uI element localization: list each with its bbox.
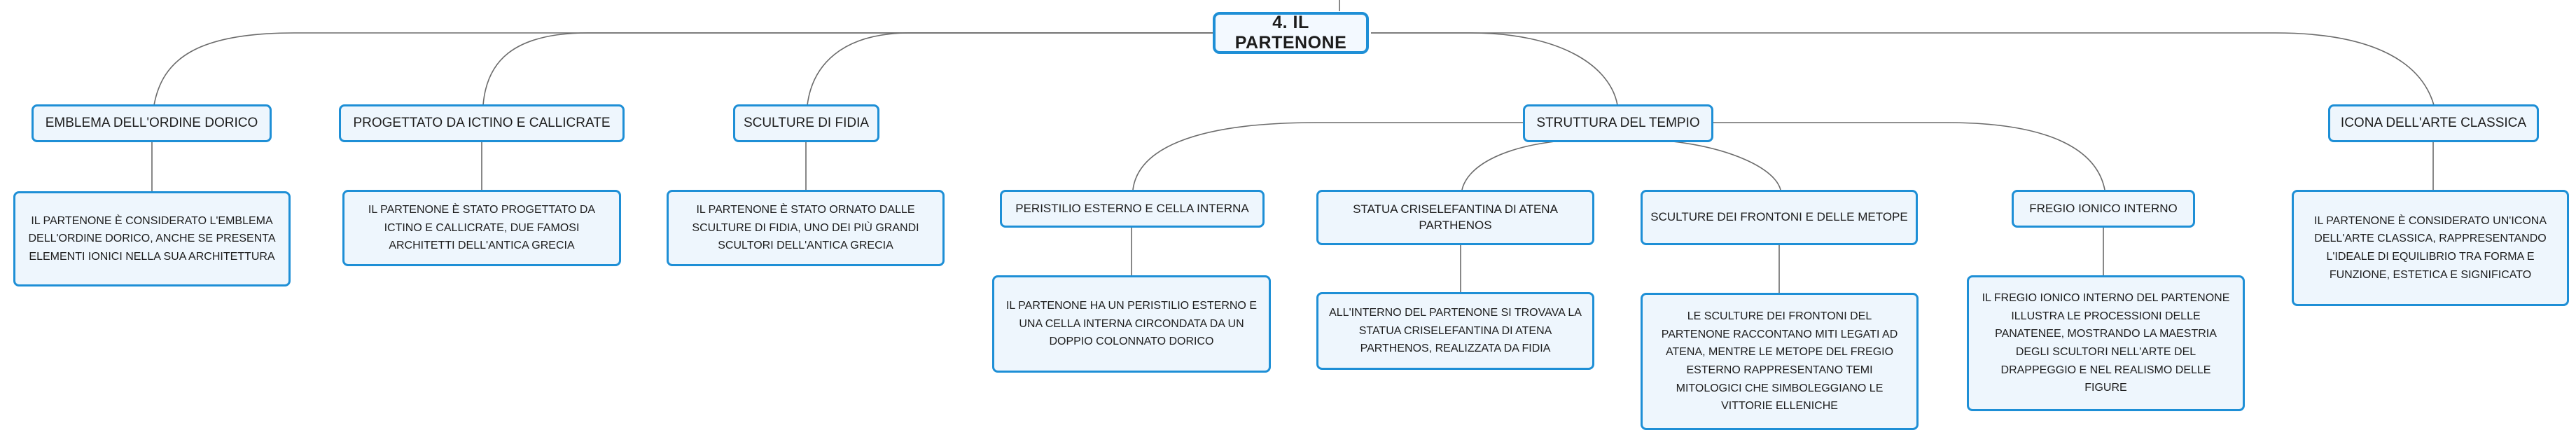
node-label: ICONA DELL'ARTE CLASSICA	[2340, 116, 2527, 130]
node-progettato-description[interactable]: IL PARTENONE È STATO PROGETTATO DA ICTIN…	[342, 190, 621, 266]
node-label: IL FREGIO IONICO INTERNO DEL PARTENONE I…	[1982, 292, 2230, 394]
node-label: IL PARTENONE È CONSIDERATO L'EMBLEMA DEL…	[28, 214, 276, 263]
node-label: SCULTURE DI FIDIA	[743, 116, 870, 130]
connector-root-progettato	[482, 32, 1215, 106]
connector-root-sculture	[807, 32, 1215, 106]
connector-root-emblema	[153, 32, 1215, 106]
node-label: LE SCULTURE DEI FRONTONI DEL PARTENONE R…	[1661, 310, 1898, 413]
node-sculture-frontoni-metope[interactable]: SCULTURE DEI FRONTONI E DELLE METOPE	[1641, 190, 1918, 245]
node-sculture-fidia[interactable]: SCULTURE DI FIDIA	[733, 104, 879, 142]
node-statua-criselefantina[interactable]: STATUA CRISELEFANTINA DI ATENA PARTHENOS	[1316, 190, 1594, 245]
node-label: PERISTILIO ESTERNO E CELLA INTERNA	[1015, 201, 1249, 215]
node-frontoni-description[interactable]: LE SCULTURE DEI FRONTONI DEL PARTENONE R…	[1641, 293, 1919, 430]
node-sculture-description[interactable]: IL PARTENONE È STATO ORNATO DALLE SCULTU…	[667, 190, 945, 266]
node-struttura-tempio[interactable]: STRUTTURA DEL TEMPIO	[1523, 104, 1713, 142]
node-icona-arte-classica[interactable]: ICONA DELL'ARTE CLASSICA	[2328, 104, 2539, 142]
node-label: EMBLEMA DELL'ORDINE DORICO	[45, 116, 258, 130]
node-fregio-description[interactable]: IL FREGIO IONICO INTERNO DEL PARTENONE I…	[1967, 275, 2245, 411]
node-label: IL PARTENONE È STATO PROGETTATO DA ICTIN…	[368, 204, 596, 252]
node-label: PROGETTATO DA ICTINO E CALLICRATE	[353, 116, 611, 130]
root-node-label: 4. IL PARTENONE	[1234, 13, 1347, 53]
node-progettato-ictino-callicrate[interactable]: PROGETTATO DA ICTINO E CALLICRATE	[339, 104, 625, 142]
connector-root-struttura	[1371, 32, 1618, 106]
root-node[interactable]: 4. IL PARTENONE	[1213, 12, 1369, 54]
node-label: IL PARTENONE È CONSIDERATO UN'ICONA DELL…	[2314, 214, 2547, 281]
node-label: IL PARTENONE HA UN PERISTILIO ESTERNO E …	[1005, 300, 1257, 348]
node-label: STATUA CRISELEFANTINA DI ATENA PARTHENOS	[1353, 202, 1558, 232]
node-label: ALL'INTERNO DEL PARTENONE SI TROVAVA LA …	[1329, 307, 1582, 355]
node-fregio-ionico[interactable]: FREGIO IONICO INTERNO	[2012, 190, 2195, 228]
connector-struttura-fregio	[1694, 122, 2105, 191]
node-peristilio-cella[interactable]: PERISTILIO ESTERNO E CELLA INTERNA	[1000, 190, 1265, 228]
connector-struttura-statua	[1461, 140, 1562, 191]
node-label: IL PARTENONE È STATO ORNATO DALLE SCULTU…	[692, 204, 919, 252]
node-label: STRUTTURA DEL TEMPIO	[1536, 116, 1700, 130]
connector-struttura-frontoni	[1666, 140, 1781, 191]
node-icona-description[interactable]: IL PARTENONE È CONSIDERATO UN'ICONA DELL…	[2292, 190, 2569, 306]
node-emblema-ordine-dorico[interactable]: EMBLEMA DELL'ORDINE DORICO	[32, 104, 272, 142]
node-statua-description[interactable]: ALL'INTERNO DEL PARTENONE SI TROVAVA LA …	[1316, 292, 1594, 370]
node-label: SCULTURE DEI FRONTONI E DELLE METOPE	[1650, 210, 1908, 224]
node-emblema-description[interactable]: IL PARTENONE È CONSIDERATO L'EMBLEMA DEL…	[13, 191, 291, 286]
node-label: FREGIO IONICO INTERNO	[2029, 201, 2178, 215]
node-peristilio-description[interactable]: IL PARTENONE HA UN PERISTILIO ESTERNO E …	[992, 275, 1271, 373]
connector-root-icona	[1371, 32, 2435, 106]
